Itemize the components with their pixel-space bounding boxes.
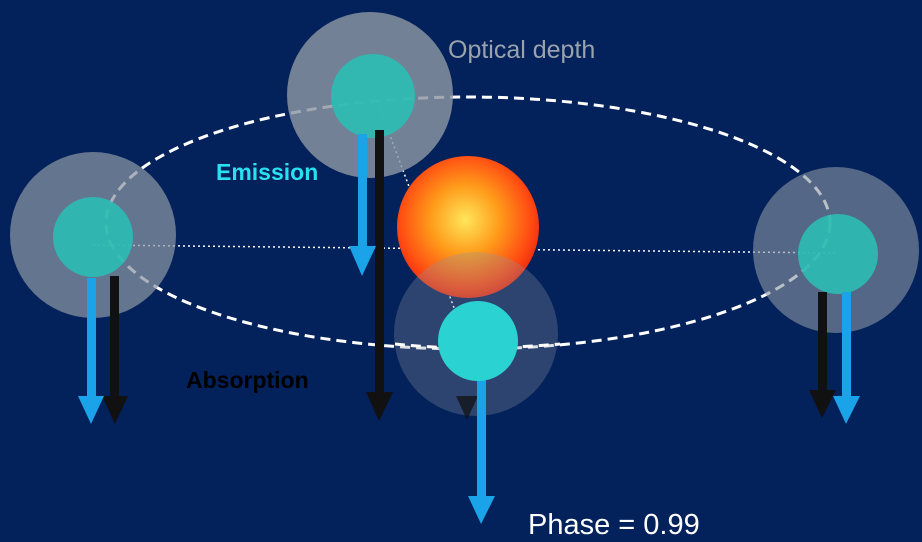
absorption-label: Absorption bbox=[186, 367, 309, 393]
star bbox=[397, 156, 539, 298]
right-emission-arrow bbox=[833, 292, 860, 424]
left-absorption-arrow bbox=[102, 276, 128, 424]
top-planet bbox=[331, 54, 415, 138]
left-planet bbox=[53, 197, 133, 277]
orbit-axis-horizontal bbox=[92, 244, 839, 254]
top-absorption-arrow bbox=[366, 130, 393, 421]
top-emission-arrow bbox=[349, 134, 376, 276]
bottom-emission-arrow bbox=[468, 376, 495, 524]
bottom-planet bbox=[438, 301, 518, 381]
emission-label: Emission bbox=[216, 159, 318, 185]
right-planet bbox=[798, 214, 878, 294]
right-absorption-arrow bbox=[809, 292, 836, 418]
left-emission-arrow bbox=[78, 278, 104, 424]
phase-label: Phase = 0.99 bbox=[528, 509, 700, 541]
bottom-absorption-arrow bbox=[456, 396, 478, 420]
orbit-front-segment bbox=[394, 342, 561, 350]
optical-depth-label: Optical depth bbox=[448, 36, 595, 64]
